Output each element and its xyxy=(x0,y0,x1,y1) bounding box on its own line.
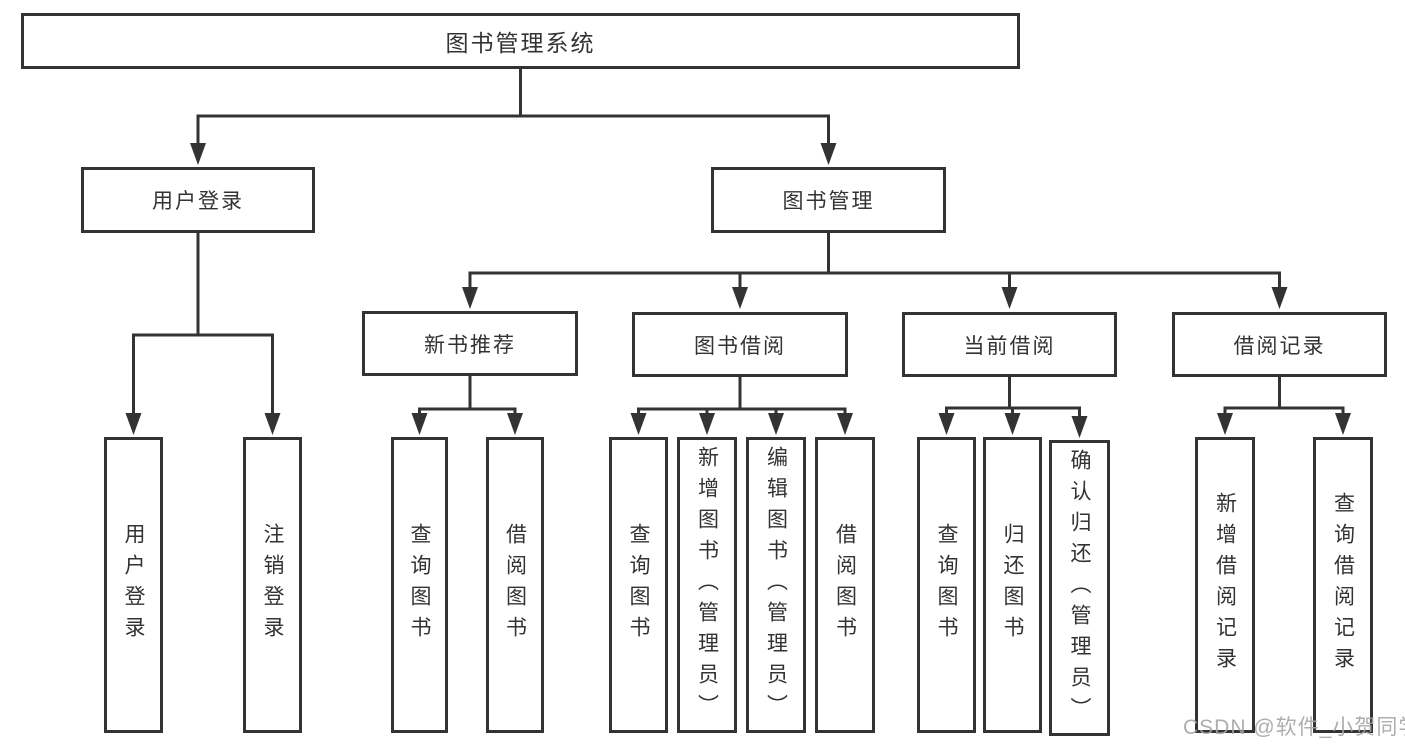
node-label: 编辑图书（管理员） xyxy=(764,445,788,725)
node-query-books-recommend: 查询图书 xyxy=(391,437,448,733)
arrow-heads xyxy=(125,143,1351,438)
node-borrowing-records: 借阅记录 xyxy=(1172,312,1387,377)
node-user-login-branch: 用户登录 xyxy=(81,167,315,233)
node-label: 归还图书 xyxy=(1001,523,1024,647)
node-borrow-books-recommend: 借阅图书 xyxy=(486,437,544,733)
node-logout-leaf: 注销登录 xyxy=(243,437,302,733)
node-book-management: 图书管理 xyxy=(711,167,946,233)
node-label: 查询借阅记录 xyxy=(1331,492,1355,678)
node-edit-books-admin: 编辑图书（管理员） xyxy=(746,437,806,733)
node-label: 新增图书（管理员） xyxy=(695,445,719,725)
node-book-borrowing: 图书借阅 xyxy=(632,312,848,377)
node-label: 借阅图书 xyxy=(503,523,527,647)
tree-edges xyxy=(132,69,1345,419)
node-user-login-leaf: 用户登录 xyxy=(104,437,163,733)
node-confirm-return-admin: 确认归还（管理员） xyxy=(1049,440,1110,736)
node-label: 查询图书 xyxy=(627,523,650,647)
node-label: 确认归还（管理员） xyxy=(1068,448,1091,728)
csdn-watermark: CSDN @软件_小贺同学 xyxy=(1183,716,1405,739)
node-query-books-current: 查询图书 xyxy=(917,437,976,733)
node-return-books: 归还图书 xyxy=(983,437,1042,733)
node-query-books-borrowing: 查询图书 xyxy=(609,437,668,733)
node-label: 注销登录 xyxy=(261,523,284,647)
node-label: 查询图书 xyxy=(408,523,431,647)
node-query-borrow-record: 查询借阅记录 xyxy=(1313,437,1373,733)
node-add-borrow-record: 新增借阅记录 xyxy=(1195,437,1255,733)
node-label: 用户登录 xyxy=(122,523,145,647)
node-library-management-system: 图书管理系统 xyxy=(21,13,1020,69)
node-label: 新增借阅记录 xyxy=(1213,492,1237,678)
node-label: 借阅图书 xyxy=(833,523,857,647)
node-borrow-books-borrowing: 借阅图书 xyxy=(815,437,875,733)
node-label: 查询图书 xyxy=(935,523,958,647)
node-add-books-admin: 新增图书（管理员） xyxy=(677,437,737,733)
node-new-book-recommendation: 新书推荐 xyxy=(362,311,578,376)
node-current-borrowing: 当前借阅 xyxy=(902,312,1117,377)
